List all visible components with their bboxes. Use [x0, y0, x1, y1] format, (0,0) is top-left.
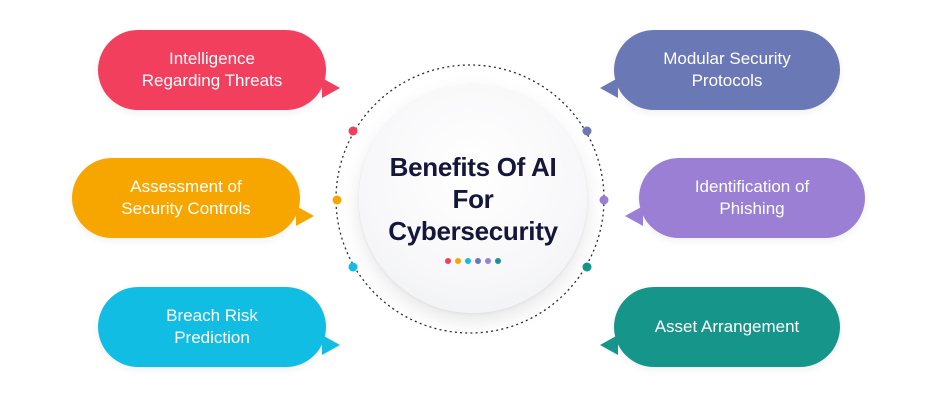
- center-title: Benefits Of AI For Cybersecurity: [388, 152, 558, 246]
- benefit-bubble-security-controls: Assessment of Security Controls: [72, 158, 314, 238]
- bubble-tail: [322, 335, 340, 355]
- color-dot: [485, 258, 491, 264]
- bubble-tail: [600, 78, 618, 98]
- color-dot: [455, 258, 461, 264]
- connector-node-3: [348, 262, 358, 272]
- benefit-label: Modular Security Protocols: [663, 49, 791, 90]
- bubble-tail: [600, 335, 618, 355]
- color-dot: [445, 258, 451, 264]
- benefit-label: Breach Risk Prediction: [166, 306, 258, 347]
- benefit-bubble-security-protocols: Modular Security Protocols: [600, 30, 840, 110]
- benefit-label: Assessment of Security Controls: [121, 177, 251, 218]
- bubble-tail: [296, 206, 314, 226]
- color-dots-row: [359, 258, 587, 264]
- color-dot: [475, 258, 481, 264]
- connector-node-5: [599, 195, 609, 205]
- benefit-label: Identification of Phishing: [694, 177, 810, 218]
- connector-node-4: [582, 126, 592, 136]
- color-dot: [465, 258, 471, 264]
- connector-node-1: [348, 126, 358, 136]
- connector-node-6: [582, 262, 592, 272]
- bubble-tail: [322, 78, 340, 98]
- benefit-label: Intelligence Regarding Threats: [141, 49, 283, 90]
- benefit-label: Asset Arrangement: [654, 317, 800, 336]
- benefit-bubble-breach-risk: Breach Risk Prediction: [98, 287, 340, 367]
- connector-node-2: [332, 195, 342, 205]
- center-circle: Benefits Of AI For Cybersecurity: [359, 85, 587, 313]
- bubble-tail: [625, 206, 643, 226]
- benefit-bubble-threat-intelligence: Intelligence Regarding Threats: [98, 30, 340, 110]
- color-dot: [495, 258, 501, 264]
- benefit-bubble-phishing: Identification of Phishing: [625, 158, 865, 238]
- benefit-bubble-asset-arrangement: Asset Arrangement: [600, 287, 840, 367]
